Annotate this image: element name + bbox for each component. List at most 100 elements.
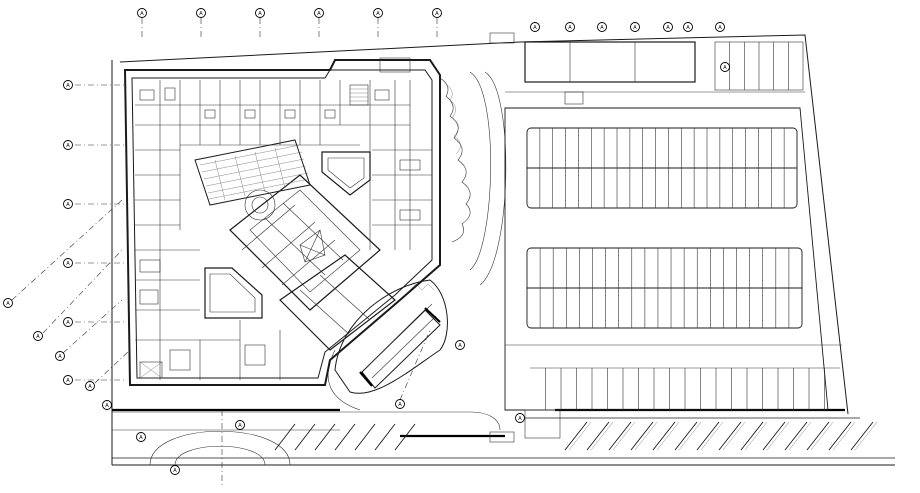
grid-bubble-label: A bbox=[140, 11, 144, 17]
grid-bubble-label: A bbox=[36, 334, 40, 340]
grid-bubble-circle bbox=[235, 420, 245, 430]
grid-bubble-label: A bbox=[317, 11, 321, 17]
angled-stall-line bbox=[832, 421, 856, 451]
grid-bubble-circle bbox=[63, 317, 73, 327]
main-building bbox=[123, 57, 441, 386]
grid-bubble-circle bbox=[455, 340, 465, 350]
grid-bubble: A bbox=[136, 432, 146, 442]
grid-bubble: A bbox=[85, 381, 95, 391]
grid-bubble: A bbox=[663, 22, 673, 32]
grid-bubble: A bbox=[373, 8, 383, 18]
grid-bubble-circle bbox=[63, 140, 73, 150]
angled-stall-line bbox=[788, 421, 812, 451]
angled-stall-line bbox=[678, 421, 702, 451]
angled-stall-line bbox=[766, 421, 790, 451]
grid-bubble-circle bbox=[597, 22, 607, 32]
grid-bubble-label: A bbox=[58, 354, 62, 360]
grid-bubble-circle bbox=[85, 381, 95, 391]
grid-bubble: A bbox=[314, 8, 324, 18]
grid-bubble-label: A bbox=[139, 435, 143, 441]
angled-stall-line bbox=[784, 421, 808, 451]
angled-stall-line bbox=[608, 421, 632, 451]
grid-bubble-label: A bbox=[66, 320, 70, 326]
grid-bubble: A bbox=[102, 400, 112, 410]
landscape-edge bbox=[439, 77, 471, 243]
grid-bubble: A bbox=[432, 8, 442, 18]
angled-stall-line bbox=[394, 423, 416, 451]
grid-bubble: A bbox=[597, 22, 607, 32]
angled-stall-line bbox=[762, 421, 786, 451]
parking-stalls bbox=[539, 42, 825, 410]
angled-stall-line bbox=[294, 423, 316, 451]
grid-bubble-circle bbox=[63, 80, 73, 90]
grid-bubble-label: A bbox=[533, 25, 537, 31]
diagonal-wing bbox=[229, 174, 396, 351]
grid-bubble-circle bbox=[373, 8, 383, 18]
grid-bubble-label: A bbox=[105, 403, 109, 409]
grid-bubble-circle bbox=[170, 465, 180, 475]
grid-bubble-label: A bbox=[398, 402, 402, 408]
angled-stall-line bbox=[828, 421, 852, 451]
angled-stall-line bbox=[590, 421, 614, 451]
grid-bubble: A bbox=[565, 22, 575, 32]
angled-stall-line bbox=[634, 421, 658, 451]
grid-bubble-label: A bbox=[600, 25, 604, 31]
grid-bubble: A bbox=[683, 22, 693, 32]
grid-bubble-label: A bbox=[686, 25, 690, 31]
parking-area bbox=[489, 32, 842, 443]
angled-stall-line bbox=[806, 421, 830, 451]
site-boundary bbox=[111, 34, 895, 466]
grid-bubble-label: A bbox=[568, 25, 572, 31]
angled-stall-line bbox=[274, 423, 296, 451]
grid-bubble-circle bbox=[683, 22, 693, 32]
grid-bubble-circle bbox=[715, 22, 725, 32]
grid-bubble-circle bbox=[33, 331, 43, 341]
grid-bubble: A bbox=[33, 331, 43, 341]
angled-stall-line bbox=[810, 421, 834, 451]
grid-bubble-circle bbox=[395, 399, 405, 409]
grid-bubble-circle bbox=[720, 62, 730, 72]
grid-bubble-circle bbox=[515, 413, 525, 423]
grid-bubble-label: A bbox=[718, 25, 722, 31]
grid-bubble-label: A bbox=[723, 65, 727, 71]
grid-bubble: A bbox=[235, 420, 245, 430]
grid-bubble-circle bbox=[63, 199, 73, 209]
grid-bubble-label: A bbox=[633, 25, 637, 31]
grid-bubble-label: A bbox=[199, 11, 203, 17]
angled-stall-line bbox=[354, 423, 376, 451]
angled-stall-line bbox=[612, 421, 636, 451]
angled-stall-line bbox=[696, 421, 720, 451]
grid-bubble-label: A bbox=[376, 11, 380, 17]
angled-stall-line bbox=[564, 421, 588, 451]
angled-stall-line bbox=[334, 423, 356, 451]
angled-stall-line bbox=[854, 421, 878, 451]
grid-bubble-circle bbox=[432, 8, 442, 18]
angled-stall-line bbox=[652, 421, 676, 451]
angled-stall-line bbox=[656, 421, 680, 451]
grid-bubble: A bbox=[255, 8, 265, 18]
angled-parking-bottom bbox=[564, 421, 878, 451]
grid-bubble: A bbox=[455, 340, 465, 350]
angled-stall-line bbox=[586, 421, 610, 451]
grid-bubble: A bbox=[630, 22, 640, 32]
grid-bubble-label: A bbox=[66, 202, 70, 208]
grid-bubble: A bbox=[515, 413, 525, 423]
grid-bubble-label: A bbox=[66, 261, 70, 267]
grid-bubble-label: A bbox=[458, 343, 462, 349]
angled-stall-line bbox=[630, 421, 654, 451]
grid-bubble: A bbox=[63, 375, 73, 385]
grid-bubble-circle bbox=[102, 400, 112, 410]
fixtures bbox=[139, 57, 421, 379]
grid-bubble: A bbox=[3, 298, 13, 308]
grid-bubble: A bbox=[63, 80, 73, 90]
grid-bubble-circle bbox=[314, 8, 324, 18]
grid-bubble: A bbox=[63, 199, 73, 209]
grid-bubble: A bbox=[715, 22, 725, 32]
angled-stall-line bbox=[700, 421, 724, 451]
grid-bubble: A bbox=[196, 8, 206, 18]
grid-lines bbox=[11, 18, 438, 485]
grid-bubble-circle bbox=[137, 8, 147, 18]
grid-bubble-label: A bbox=[6, 301, 10, 307]
